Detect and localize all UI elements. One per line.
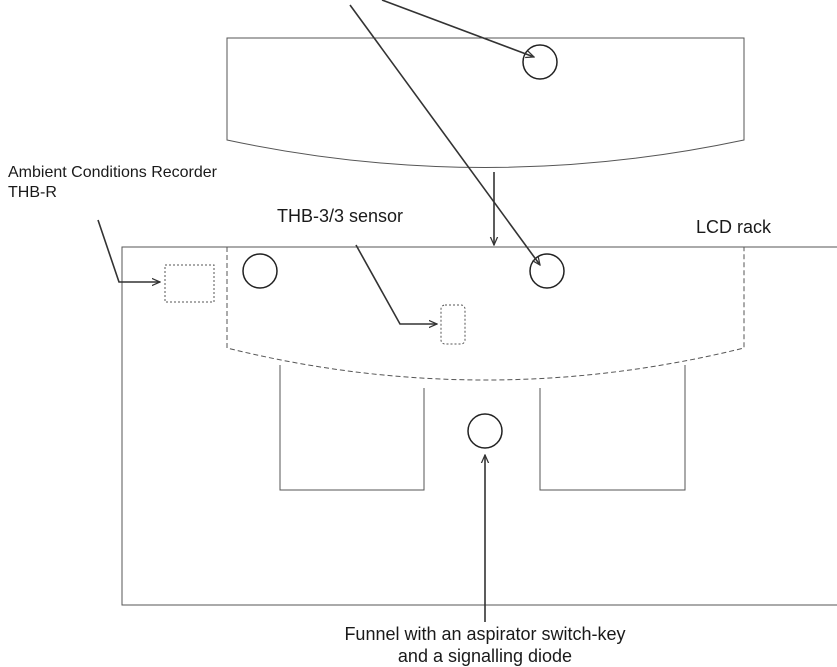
funnel-hole [467,413,503,449]
arrow-to-sensor [355,244,437,324]
rack-hole-left [242,253,278,289]
rack-hole-right [529,253,565,289]
funnel-label-line1: Funnel with an aspirator switch-key [344,624,625,644]
arrow-to-recorder [97,219,160,282]
inserted-tray-outline [226,247,745,381]
arrow-to-top-hole [381,0,534,57]
right-pocket [539,365,686,491]
arrow-long-diagonal [349,4,540,265]
funnel-label-line2: and a signalling diode [398,646,572,666]
rack-label: LCD rack [696,217,772,237]
thb-r-recorder [164,264,215,303]
sensor-label: THB-3/3 sensor [277,206,403,226]
thb-sensor [440,304,466,345]
top-tray-hole [522,44,558,80]
left-pocket [279,365,425,491]
recorder-label-line2: THB-R [8,184,57,201]
top-tray [226,37,745,168]
recorder-label-line1: Ambient Conditions Recorder [8,164,218,181]
lcd-rack [121,246,837,606]
